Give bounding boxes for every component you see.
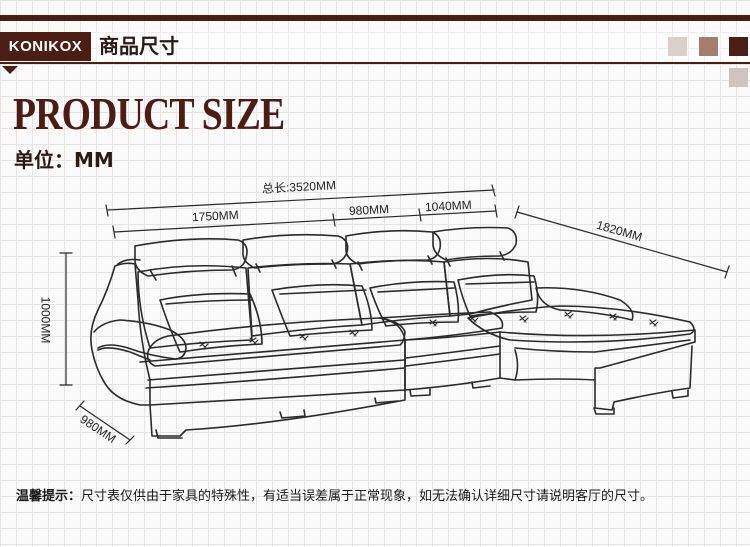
pillow-3 xyxy=(369,280,460,327)
sofa-left-arm xyxy=(90,262,151,406)
dimension-height-label: 1000MM xyxy=(38,296,53,344)
headrest-3 xyxy=(345,229,442,265)
seat-cushion-left xyxy=(146,317,406,367)
dimension-middle-label: 980MM xyxy=(348,201,390,219)
dimension-line-chaise xyxy=(514,205,730,279)
seat-cushion-chaise xyxy=(467,305,695,343)
dimension-left-label: 1750MM xyxy=(191,207,240,225)
backrest-4 xyxy=(443,257,533,317)
color-swatch-3 xyxy=(729,37,748,56)
pillow-4 xyxy=(457,273,539,317)
headrest-1 xyxy=(134,238,248,277)
headrest-4 xyxy=(432,226,518,261)
header-line xyxy=(0,62,750,64)
dimension-line-sections xyxy=(112,204,498,239)
product-size-heading: PRODUCT SIZE xyxy=(13,88,285,139)
tip-note: 温馨提示：尺寸表仅供由于家具的特殊性，有适当误差属于正常现象，如无法确认详细尺寸… xyxy=(16,485,653,504)
dimension-right-label: 1040MM xyxy=(424,197,473,215)
brand-arrow-icon xyxy=(2,66,18,74)
pillow-2 xyxy=(271,283,373,337)
dimension-line-depth xyxy=(75,400,135,445)
section-title: 商品尺寸 xyxy=(99,34,179,58)
sofa-middle-base xyxy=(404,331,501,391)
tip-label: 温馨提示： xyxy=(16,489,82,504)
dimension-line-height xyxy=(59,252,73,386)
pillow-1 xyxy=(159,292,263,353)
sofa-chaise xyxy=(499,329,696,411)
headrest-2 xyxy=(242,233,349,269)
color-swatch-4 xyxy=(729,68,748,87)
dimension-line-total xyxy=(105,184,496,217)
header-band xyxy=(0,31,750,62)
top-bar xyxy=(0,15,750,21)
color-swatch-1 xyxy=(668,37,687,56)
unit-label: 单位：MM xyxy=(14,148,114,172)
tip-text: 尺寸表仅供由于家具的特殊性，有适当误差属于正常现象，如无法确认详细尺寸请说明客厅… xyxy=(81,489,654,504)
backrest-1 xyxy=(137,264,253,349)
seat-cushion-middle xyxy=(379,311,504,341)
brand-logo: KONIKOX xyxy=(0,32,91,61)
color-swatch-2 xyxy=(699,37,718,56)
